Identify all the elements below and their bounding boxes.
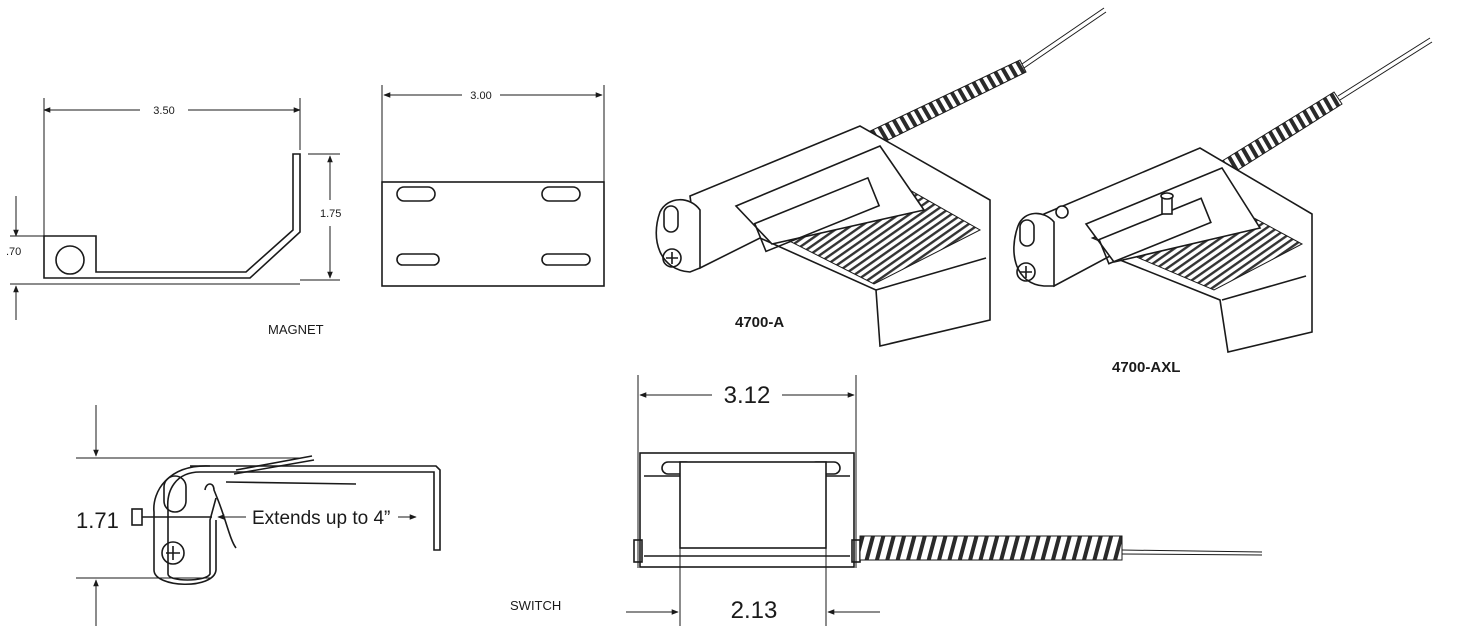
magnet-hole-dim: .70 <box>6 246 21 258</box>
magnet-label: MAGNET <box>268 322 324 337</box>
model-4700-axl: 4700-AXL <box>1112 359 1180 376</box>
switch-overall-dim: 3.12 <box>724 382 771 409</box>
magnet-height-dim: 1.75 <box>320 208 341 220</box>
switch-top-view: 3.12 2.13 SWITCH <box>510 375 1263 626</box>
switch-inner-dim: 2.13 <box>731 597 778 624</box>
extends-note: Extends up to 4” <box>252 508 390 529</box>
isometric-4700-a: 4700-A <box>655 7 1107 347</box>
magnet-front-width-dim: 3.00 <box>470 90 491 102</box>
magnet-width-dim: 3.50 <box>153 105 174 117</box>
switch-height-dim: 1.71 <box>76 508 119 533</box>
model-4700-a: 4700-A <box>735 314 784 331</box>
switch-label: SWITCH <box>510 598 561 613</box>
magnet-side-view: 3.50 1.75 .70 <box>6 98 341 320</box>
isometric-4700-axl: 4700-AXL <box>1013 37 1433 376</box>
magnet-front-view: 3.00 MAGNET <box>268 85 605 337</box>
switch-side-view: 1.71 Extends up to 4” <box>76 405 441 626</box>
